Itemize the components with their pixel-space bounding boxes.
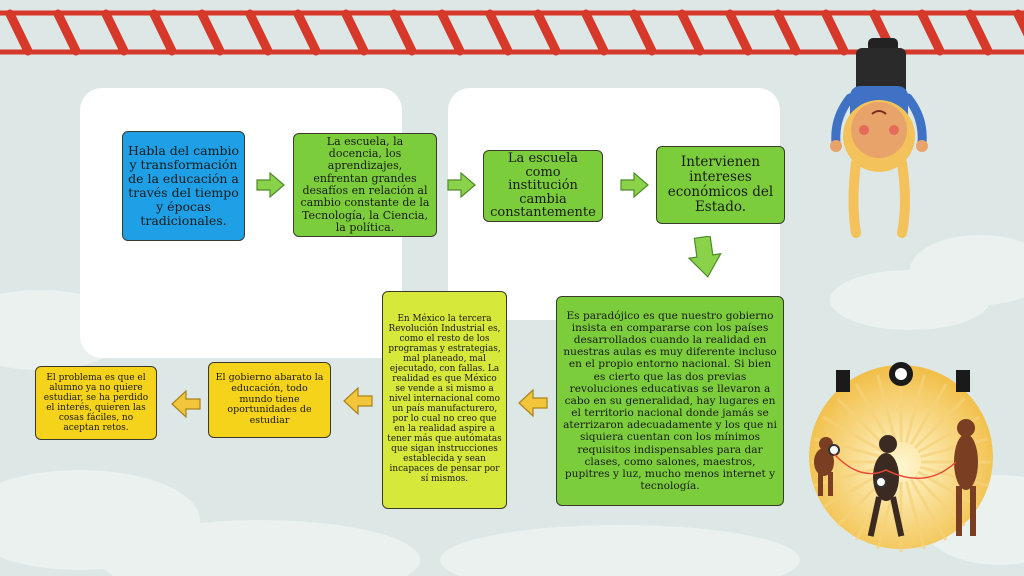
box-text: La escuela, la docencia, los aprendizaje…	[300, 134, 430, 234]
box-text: En México la tercera Revolución Industri…	[387, 314, 502, 484]
arrow-left-icon	[343, 387, 373, 415]
box-third-revolution: En México la tercera Revolución Industri…	[382, 291, 507, 509]
box-school-challenges: La escuela, la docencia, los aprendizaje…	[293, 133, 437, 237]
box-text: Habla del cambio y transformación de la …	[128, 143, 239, 228]
ladder-rail	[0, 9, 1024, 56]
box-text: El problema es que el alumno ya no quier…	[43, 372, 149, 434]
hanging-girl-illustration	[830, 38, 928, 238]
arrow-right-icon	[620, 172, 649, 198]
box-text: Es paradójico es que nuestro gobierno in…	[563, 309, 777, 493]
box-text: La escuela como institución cambia const…	[490, 150, 596, 221]
arrow-left-icon	[171, 390, 201, 418]
arrow-right-icon	[256, 172, 285, 198]
box-student-problem: El problema es que el alumno ya no quier…	[35, 366, 157, 440]
box-paradox-government: Es paradójico es que nuestro gobierno in…	[556, 296, 784, 506]
box-change-transformation: Habla del cambio y transformación de la …	[122, 131, 245, 241]
arrow-left-icon	[518, 389, 548, 417]
arrow-down-icon	[688, 236, 722, 278]
box-text: El gobierno abarato la educación, todo m…	[215, 372, 324, 426]
box-school-institution: La escuela como institución cambia const…	[483, 150, 603, 222]
box-text: Intervienen intereses económicos del Est…	[667, 153, 774, 216]
evolution-circle-illustration	[809, 362, 993, 552]
arrow-right-icon	[447, 172, 476, 198]
box-government-education: El gobierno abarato la educación, todo m…	[208, 362, 331, 438]
box-economic-interests: Intervienen intereses económicos del Est…	[656, 146, 785, 224]
